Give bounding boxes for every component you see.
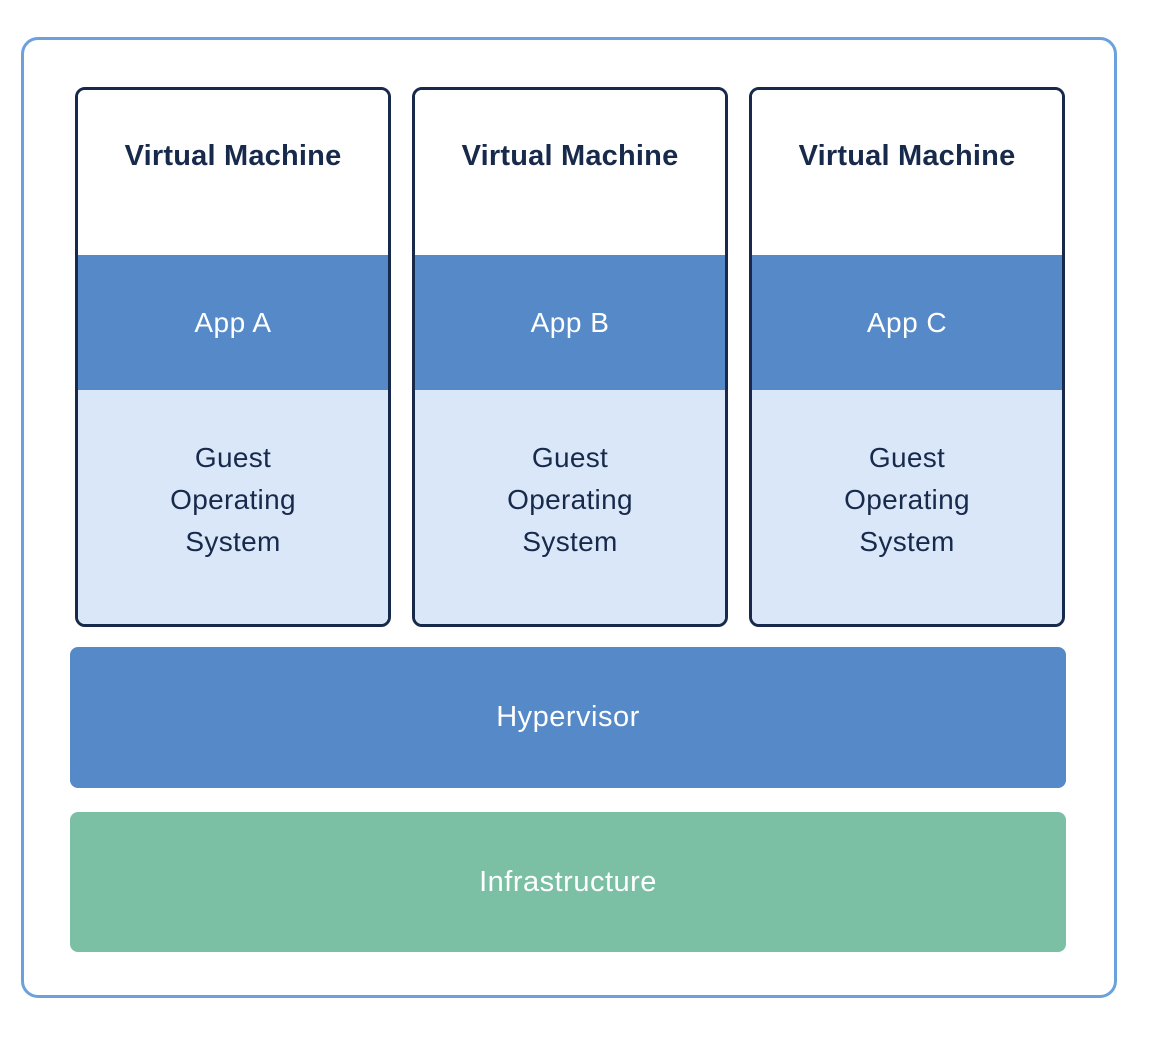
vm-guest-os-label: Guest Operating System: [844, 442, 970, 557]
vm-app-layer: App C: [752, 255, 1062, 390]
vm-guest-os-layer: Guest Operating System: [415, 390, 725, 624]
vm-box-b: Virtual Machine App B Guest Operating Sy…: [412, 87, 728, 627]
vm-row: Virtual Machine App A Guest Operating Sy…: [75, 87, 1065, 627]
vm-title: Virtual Machine: [415, 90, 725, 255]
vm-app-layer: App A: [78, 255, 388, 390]
infrastructure-layer: Infrastructure: [70, 812, 1066, 952]
vm-box-c: Virtual Machine App C Guest Operating Sy…: [749, 87, 1065, 627]
vm-app-layer: App B: [415, 255, 725, 390]
vm-guest-os-label: Guest Operating System: [507, 442, 633, 557]
vm-guest-os-layer: Guest Operating System: [752, 390, 1062, 624]
vm-title: Virtual Machine: [78, 90, 388, 255]
hypervisor-layer: Hypervisor: [70, 647, 1066, 788]
vm-guest-os-layer: Guest Operating System: [78, 390, 388, 624]
diagram-frame: Virtual Machine App A Guest Operating Sy…: [21, 37, 1117, 998]
vm-guest-os-label: Guest Operating System: [170, 442, 296, 557]
vm-box-a: Virtual Machine App A Guest Operating Sy…: [75, 87, 391, 627]
vm-title: Virtual Machine: [752, 90, 1062, 255]
